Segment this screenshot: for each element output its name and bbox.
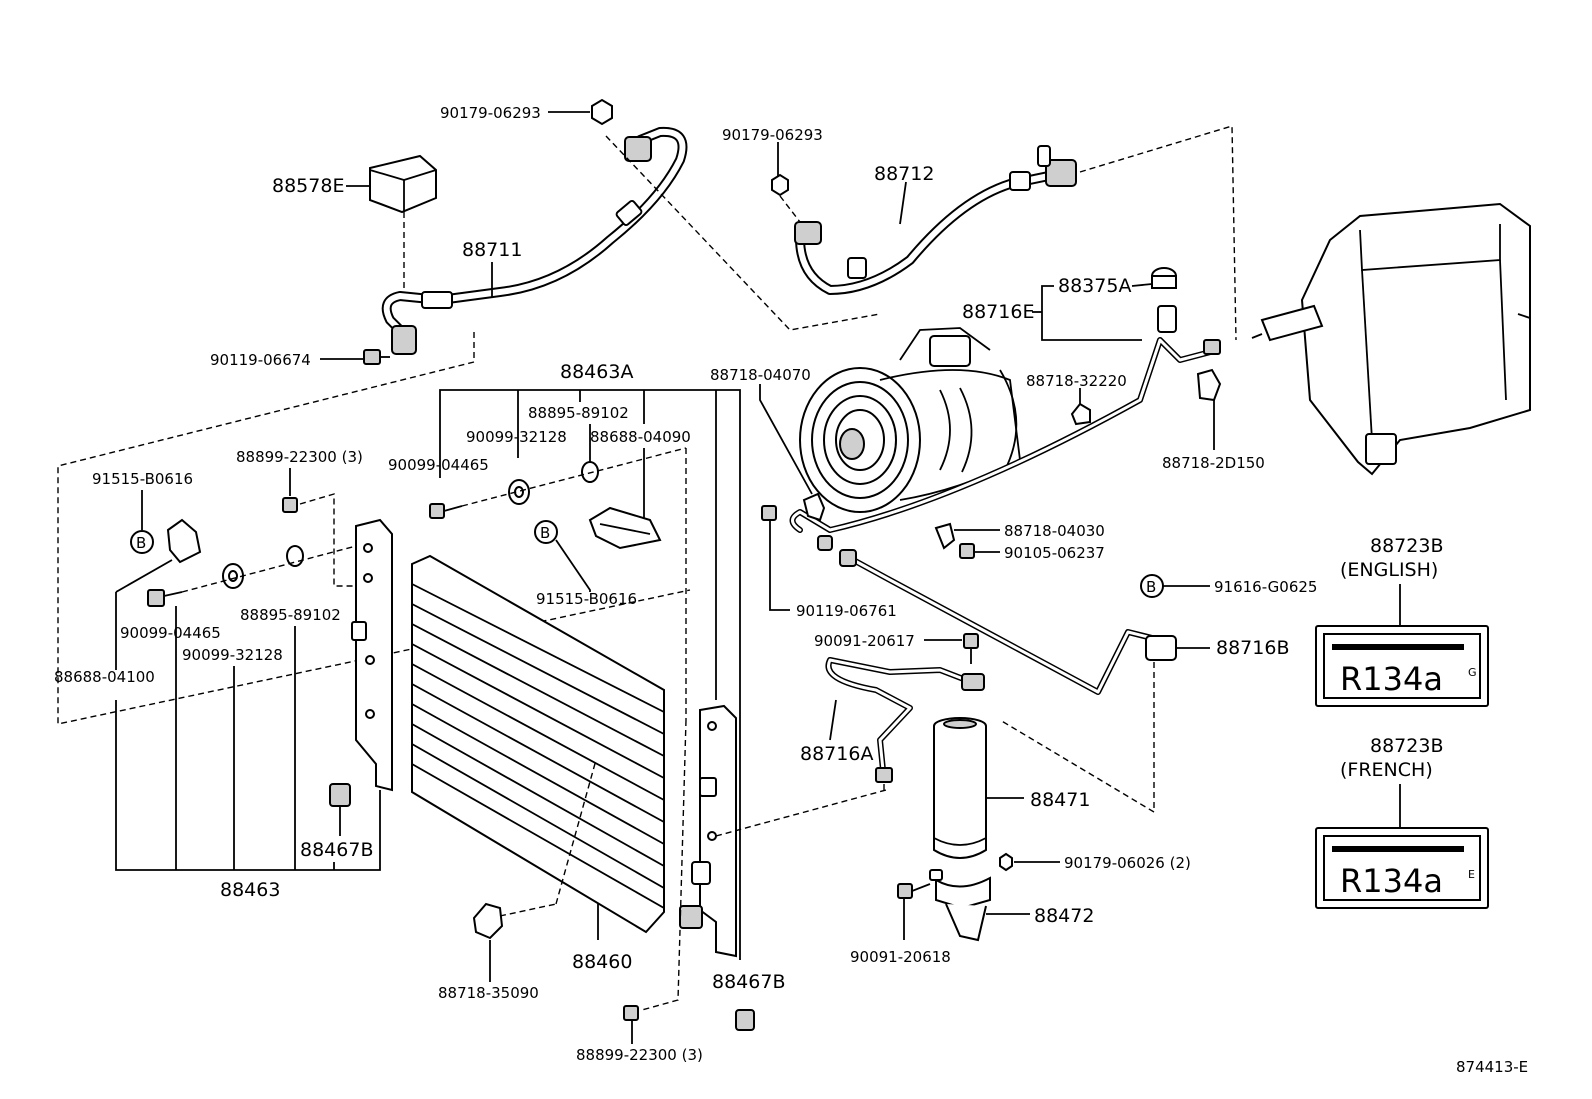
bolt-90099-04465-b (147, 589, 183, 607)
label-90179-06293-b: 90179-06293 (722, 126, 823, 144)
label-88718-2D150: 88718-2D150 (1162, 454, 1265, 472)
bolt-90091-20617 (963, 633, 979, 664)
label-88723B-en: 88723B (1370, 535, 1443, 557)
cushion-88467B-b (735, 1009, 755, 1031)
bracket-88688-04090 (588, 506, 662, 550)
discharge-hose-88711 (381, 126, 688, 355)
bolt-90099-04465-a (429, 503, 463, 519)
cover-block-88578E (369, 154, 437, 214)
condenser-88460 (411, 554, 665, 934)
label-text-french: R134a (1340, 862, 1443, 900)
collar-88895-89102-a (581, 461, 599, 483)
label-88899-22300-a: 88899-22300 (3) (236, 448, 363, 466)
liquid-pipe-88716E (789, 305, 1221, 551)
label-88688-04100: 88688-04100 (54, 668, 155, 686)
clamp-88718-04070 (802, 492, 826, 522)
label-90179-06293-a: 90179-06293 (440, 104, 541, 122)
caption-english: (ENGLISH) (1340, 559, 1438, 581)
marker-b-right-text: B (1146, 578, 1156, 596)
label-90099-04465-b: 90099-04465 (120, 624, 221, 642)
marker-b-right: B (1140, 574, 1164, 598)
label-88688-04090: 88688-04090 (590, 428, 691, 446)
clip-88718-2D150 (1196, 368, 1222, 402)
liquid-pipe-88716B (839, 549, 1177, 695)
refrigerant-label-english: R134a G (1315, 625, 1489, 707)
label-suffix-english: G (1468, 666, 1477, 679)
receiver-88471 (933, 717, 987, 859)
label-88375A: 88375A (1058, 275, 1131, 297)
label-90179-06026: 90179-06026 (2) (1064, 854, 1191, 872)
label-88899-22300-b: 88899-22300 (3) (576, 1046, 703, 1064)
label-90099-32128-a: 90099-32128 (466, 428, 567, 446)
label-88467B-a: 88467B (300, 839, 373, 861)
label-88460: 88460 (572, 951, 632, 973)
label-91616-G0625: 91616-G0625 (1214, 578, 1317, 596)
cap-88375A (1151, 267, 1177, 289)
bolt-90119-06674 (363, 349, 390, 365)
grommet-90099-32128-a (508, 479, 530, 505)
bolt-90119-06761 (761, 505, 777, 521)
label-88716E: 88716E (962, 301, 1034, 323)
label-90105-06237: 90105-06237 (1004, 544, 1105, 562)
nut-90179-06026 (999, 852, 1013, 872)
label-88895-89102-b: 88895-89102 (240, 606, 341, 624)
label-88718-04070: 88718-04070 (710, 366, 811, 384)
label-88718-32220: 88718-32220 (1026, 372, 1127, 390)
bolt-90105-06237 (959, 543, 975, 559)
label-88467B-b: 88467B (712, 971, 785, 993)
bolt-90091-20618 (897, 883, 931, 899)
label-91515-B0616-a: 91515-B0616 (92, 470, 193, 488)
liquid-pipe-88716A (825, 657, 985, 783)
clip-88718-32220 (1070, 402, 1091, 426)
marker-b-left: B (130, 530, 154, 554)
clip-88718-04030 (934, 522, 956, 550)
bolt-88899-22300-b (623, 1005, 639, 1021)
diagram-id: 874413-E (1456, 1058, 1528, 1076)
bolt-90179-06293-a (591, 98, 613, 126)
bracket-88688-04100 (166, 518, 202, 564)
label-text-english: R134a (1340, 660, 1443, 698)
label-88716A: 88716A (800, 743, 873, 765)
marker-b-center-text: B (540, 524, 550, 542)
label-88718-04030: 88718-04030 (1004, 522, 1105, 540)
caption-french: (FRENCH) (1340, 759, 1433, 781)
label-suffix-french: E (1468, 868, 1475, 881)
label-88716B: 88716B (1216, 637, 1289, 659)
bracket-88472 (929, 869, 991, 942)
marker-b-center: B (534, 520, 558, 544)
cushion-88467B-a (329, 783, 351, 807)
label-88463: 88463 (220, 879, 280, 901)
label-88471: 88471 (1030, 789, 1090, 811)
label-90099-32128-b: 90099-32128 (182, 646, 283, 664)
label-91515-B0616-b: 91515-B0616 (536, 590, 637, 608)
label-90091-20618: 90091-20618 (850, 948, 951, 966)
label-88711: 88711 (462, 239, 522, 261)
clip-88718-35090 (472, 902, 504, 940)
label-90119-06761: 90119-06761 (796, 602, 897, 620)
side-bracket-left (351, 518, 393, 792)
bolt-88899-22300-a (282, 497, 298, 513)
label-90099-04465-a: 90099-04465 (388, 456, 489, 474)
compressor (799, 327, 1021, 513)
suction-hose-88712 (794, 145, 1077, 295)
evaporator-unit (1251, 202, 1531, 476)
label-88578E: 88578E (272, 175, 344, 197)
marker-b-left-text: B (136, 534, 146, 552)
bolt-90179-06293-b (771, 173, 789, 197)
label-90091-20617: 90091-20617 (814, 632, 915, 650)
refrigerant-label-french: R134a E (1315, 827, 1489, 909)
label-88723B-fr: 88723B (1370, 735, 1443, 757)
side-bracket-right (679, 704, 737, 958)
label-88895-89102-a: 88895-89102 (528, 404, 629, 422)
label-88472: 88472 (1034, 905, 1094, 927)
label-88718-35090: 88718-35090 (438, 984, 539, 1002)
label-88712: 88712 (874, 163, 934, 185)
label-90119-06674: 90119-06674 (210, 351, 311, 369)
label-88463A: 88463A (560, 361, 633, 383)
